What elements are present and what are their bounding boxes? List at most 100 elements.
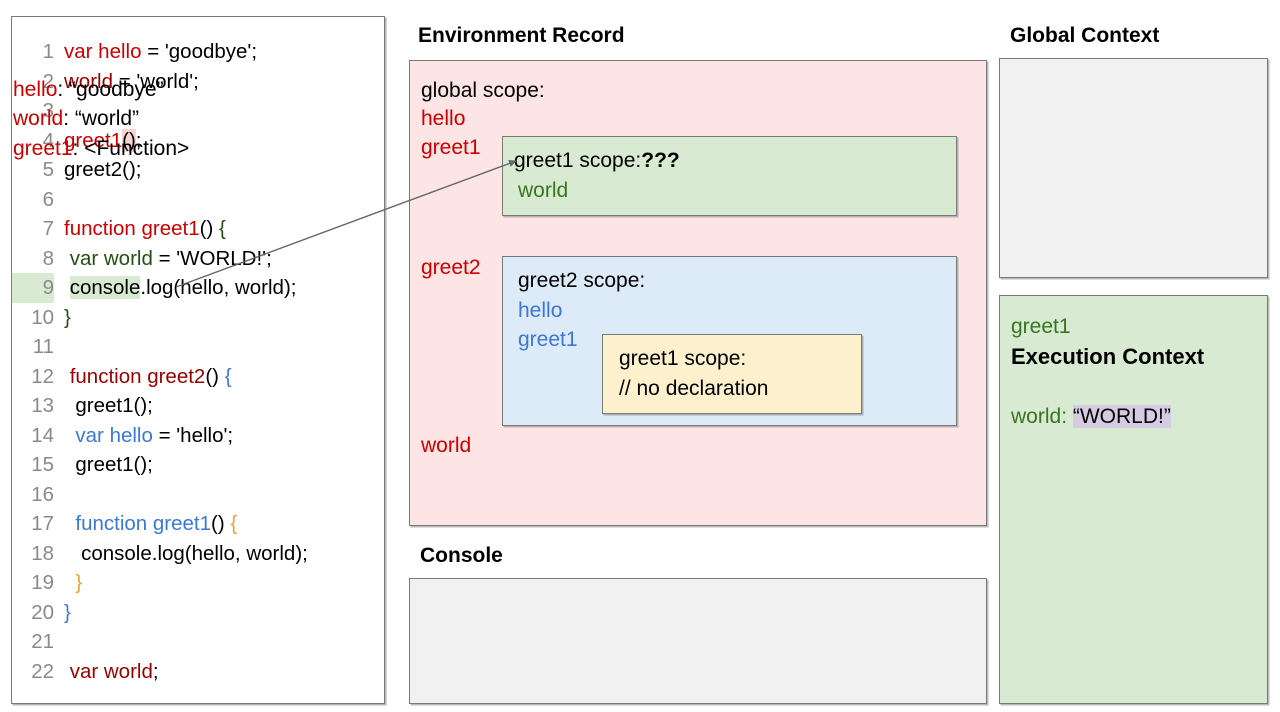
greet1-scope-binding-world: world — [518, 179, 569, 202]
code-token: { — [224, 364, 232, 388]
code-line[interactable]: 22 var world; — [12, 657, 384, 687]
global-context-entry-sep: : — [72, 137, 85, 160]
code-line-text: function greet1() { — [54, 509, 237, 539]
code-token: console — [69, 276, 141, 299]
code-line[interactable]: 15 greet1(); — [12, 450, 384, 480]
code-token — [64, 276, 70, 299]
code-line[interactable]: 3 — [12, 96, 384, 126]
code-token: greet1 — [64, 128, 123, 152]
code-line-number: 18 — [31, 541, 54, 565]
code-line-text: function greet1() { — [54, 214, 226, 244]
greet1-scope-box: greet1 scope:??? world — [502, 136, 957, 216]
code-token: greet2(); — [64, 158, 142, 181]
code-token: ; — [135, 128, 142, 152]
code-token — [64, 571, 75, 594]
code-token: console.log(hello, world); — [64, 541, 308, 565]
code-token: } — [64, 600, 71, 624]
console-heading: Console — [420, 544, 503, 567]
greet2-scope-title: greet2 scope: — [518, 269, 646, 292]
environment-record-heading: Environment Record — [418, 24, 625, 47]
code-line-text: var world; — [54, 657, 159, 687]
code-line[interactable]: 17 function greet1() { — [12, 509, 384, 539]
code-line-text: greet1(); — [54, 391, 153, 421]
greet1-scope-unknown-marker: ??? — [641, 149, 680, 172]
execution-context-title: Execution Context — [1011, 344, 1205, 369]
code-token: greet1(); — [64, 394, 153, 417]
code-line-number: 17 — [31, 512, 54, 535]
code-line[interactable]: 9 console.log(hello, world); — [12, 273, 384, 303]
global-context-entry: greet1: <Function> — [13, 137, 189, 161]
code-line-text: var hello = 'hello'; — [54, 421, 233, 451]
code-token: { — [218, 217, 226, 240]
global-binding-greet2: greet2 — [421, 256, 481, 279]
code-line-text: console.log(hello, world); — [54, 273, 296, 303]
code-line[interactable]: 19 } — [12, 568, 384, 598]
code-token — [64, 512, 75, 535]
code-token — [64, 424, 75, 447]
code-line-number: 7 — [42, 217, 54, 240]
code-line-number: 4 — [42, 128, 54, 152]
code-line[interactable]: 8 var world = 'WORLD!'; — [12, 244, 384, 274]
global-context-panel — [999, 58, 1268, 278]
code-token: .log(hello, world); — [140, 276, 297, 299]
code-line-text: } — [54, 303, 71, 333]
code-line-number: 14 — [31, 423, 54, 447]
global-context-entry-key: greet1 — [13, 137, 73, 160]
greet2-scope-binding-hello: hello — [518, 299, 563, 322]
code-token: = 'WORLD!'; — [152, 246, 272, 270]
global-context-entry-sep: : — [63, 107, 75, 130]
code-token: } — [75, 571, 83, 594]
code-line[interactable]: 20} — [12, 598, 384, 628]
code-line-number: 2 — [42, 69, 54, 93]
code-line-text: greet2(); — [54, 155, 141, 185]
code-token: var world — [69, 246, 153, 270]
greet2-scope-box: greet2 scope: hello greet1 greet1 scope:… — [502, 256, 957, 426]
code-line-number: 12 — [31, 364, 54, 388]
code-line[interactable]: 18 console.log(hello, world); — [12, 539, 384, 569]
code-line[interactable]: 10} — [12, 303, 384, 333]
code-line[interactable]: 14 var hello = 'hello'; — [12, 421, 384, 451]
code-token: () — [199, 217, 219, 240]
global-binding-world: world — [421, 434, 472, 457]
code-token: = 'hello'; — [152, 423, 234, 447]
global-context-entry-value: <Function> — [84, 137, 190, 160]
global-context-entry: world: “world” — [13, 107, 139, 131]
code-token: () — [122, 128, 136, 152]
execution-context-entry-key: world — [1011, 405, 1062, 428]
code-line-number: 13 — [31, 394, 54, 417]
code-line-text: world = 'world'; — [54, 67, 199, 97]
code-line[interactable]: 16 — [12, 480, 384, 510]
code-line[interactable]: 21 — [12, 627, 384, 657]
greet2-scope-binding-greet1: greet1 — [518, 328, 578, 351]
code-line-number: 9 — [12, 273, 54, 303]
greet1-inner-scope-box: greet1 scope: // no declaration — [602, 334, 862, 414]
code-token: greet1(); — [64, 453, 153, 476]
code-line[interactable]: 6 — [12, 185, 384, 215]
code-line-text: } — [54, 598, 71, 628]
code-line[interactable]: 11 — [12, 332, 384, 362]
code-line-number: 10 — [31, 305, 54, 329]
code-line-number: 8 — [42, 246, 54, 270]
code-token: world — [64, 69, 113, 93]
code-line[interactable]: 13 greet1(); — [12, 391, 384, 421]
code-line-text: console.log(hello, world); — [54, 539, 308, 569]
code-line[interactable]: 12 function greet2() { — [12, 362, 384, 392]
global-context-entry-key: hello — [13, 78, 58, 101]
global-context-entry-sep: : — [57, 78, 70, 101]
code-line[interactable]: 4 greet1(); — [12, 126, 384, 156]
console-output-panel[interactable] — [409, 578, 987, 704]
global-context-entry-value: “goodbye” — [69, 78, 164, 101]
greet1-inner-scope-note: // no declaration — [619, 377, 769, 400]
greet1-scope-title: greet1 scope:??? — [514, 149, 680, 173]
code-line-text: var world = 'WORLD!'; — [54, 244, 272, 274]
greet1-inner-scope-title: greet1 scope: — [619, 347, 747, 370]
code-line-number: 3 — [42, 99, 54, 122]
global-context-heading: Global Context — [1010, 24, 1160, 47]
code-token: = 'world'; — [113, 69, 199, 93]
